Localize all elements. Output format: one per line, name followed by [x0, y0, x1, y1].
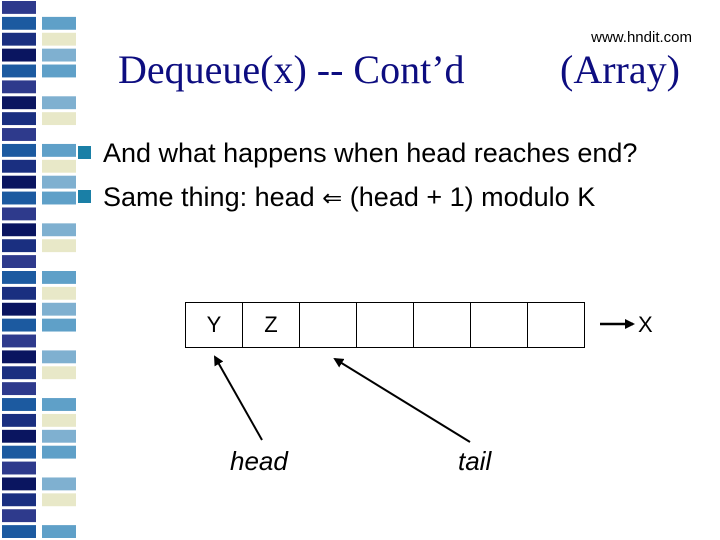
- head-pointer-arrow: [215, 357, 262, 440]
- strip-tile: [2, 33, 36, 46]
- strip-tile: [42, 176, 76, 189]
- slide-title: Dequeue(x) -- Cont’d: [118, 46, 465, 93]
- strip-tile: [42, 239, 76, 252]
- array-cell: [414, 302, 471, 348]
- strip-tile: [2, 1, 36, 14]
- strip-tile: [42, 398, 76, 411]
- head-label: head: [230, 446, 288, 477]
- strip-tile: [2, 350, 36, 363]
- slide-title-suffix: (Array): [560, 46, 680, 93]
- strip-tile: [2, 207, 36, 220]
- bullet-item-2: Same thing: head ⇐ (head + 1) modulo K: [78, 182, 595, 213]
- array-cell: Z: [243, 302, 300, 348]
- strip-tile: [2, 303, 36, 316]
- strip-tile: [42, 207, 76, 220]
- website-url: www.hndit.com: [520, 29, 692, 46]
- strip-tile: [2, 255, 36, 268]
- strip-tile: [2, 192, 36, 205]
- tail-pointer-arrow: [335, 359, 470, 442]
- bullet-text-after: (head + 1) modulo K: [350, 182, 595, 212]
- strip-tile: [2, 509, 36, 522]
- strip-tile: [42, 446, 76, 459]
- bullet-square-icon: [78, 190, 91, 203]
- tail-label: tail: [458, 446, 491, 477]
- strip-tile: [42, 319, 76, 332]
- array-cell: [357, 302, 414, 348]
- strip-tile: [42, 303, 76, 316]
- strip-tile: [42, 382, 76, 395]
- strip-tile: [42, 335, 76, 348]
- strip-tile: [42, 493, 76, 506]
- strip-tile: [2, 477, 36, 490]
- strip-tile: [42, 17, 76, 30]
- strip-tile: [42, 160, 76, 173]
- array-cell: [528, 302, 585, 348]
- strip-tile: [2, 414, 36, 427]
- bullet-item-1: And what happens when head reaches end?: [78, 138, 637, 169]
- strip-tile: [42, 255, 76, 268]
- strip-tile: [42, 49, 76, 62]
- strip-tile: [42, 509, 76, 522]
- strip-tile: [42, 271, 76, 284]
- bullet-square-icon: [78, 146, 91, 159]
- strip-tile: [2, 462, 36, 475]
- strip-tile: [42, 80, 76, 93]
- strip-tile: [2, 382, 36, 395]
- strip-tile: [2, 319, 36, 332]
- strip-tile: [2, 335, 36, 348]
- strip-tile: [2, 287, 36, 300]
- strip-tile: [42, 366, 76, 379]
- strip-tile: [42, 144, 76, 157]
- strip-tile: [2, 144, 36, 157]
- strip-tile: [42, 350, 76, 363]
- decorative-side-strip: [0, 0, 80, 540]
- strip-tile: [2, 96, 36, 109]
- strip-tile: [42, 430, 76, 443]
- array-cells: Y Z: [185, 302, 585, 348]
- strip-tile: [42, 112, 76, 125]
- strip-tile: [42, 192, 76, 205]
- array-cell: [471, 302, 528, 348]
- strip-tile: [42, 96, 76, 109]
- strip-tile: [2, 271, 36, 284]
- left-arrow-icon: ⇐: [322, 184, 342, 212]
- strip-tile: [42, 287, 76, 300]
- strip-tile: [2, 176, 36, 189]
- strip-tile: [2, 430, 36, 443]
- strip-tile: [42, 1, 76, 14]
- strip-tile: [2, 128, 36, 141]
- strip-tile: [42, 65, 76, 78]
- strip-tile: [2, 239, 36, 252]
- strip-tile: [2, 17, 36, 30]
- strip-tile: [2, 493, 36, 506]
- strip-tile: [2, 366, 36, 379]
- strip-tile: [2, 80, 36, 93]
- strip-tile: [2, 223, 36, 236]
- strip-tile: [2, 65, 36, 78]
- strip-tile: [2, 398, 36, 411]
- bullet-text: And what happens when head reaches end?: [103, 138, 637, 168]
- strip-tile: [42, 462, 76, 475]
- strip-tile: [42, 414, 76, 427]
- strip-tile: [42, 525, 76, 538]
- bullet-text-before: Same thing: head: [103, 182, 315, 212]
- strip-tile: [42, 128, 76, 141]
- array-cell: Y: [186, 302, 243, 348]
- dequeued-element-label: X: [638, 312, 653, 338]
- strip-tile: [2, 525, 36, 538]
- array-cell: [300, 302, 357, 348]
- strip-tile: [2, 112, 36, 125]
- strip-tile: [2, 446, 36, 459]
- strip-tile: [42, 477, 76, 490]
- strip-tile: [2, 49, 36, 62]
- strip-tile: [2, 160, 36, 173]
- strip-tile: [42, 223, 76, 236]
- strip-tile: [42, 33, 76, 46]
